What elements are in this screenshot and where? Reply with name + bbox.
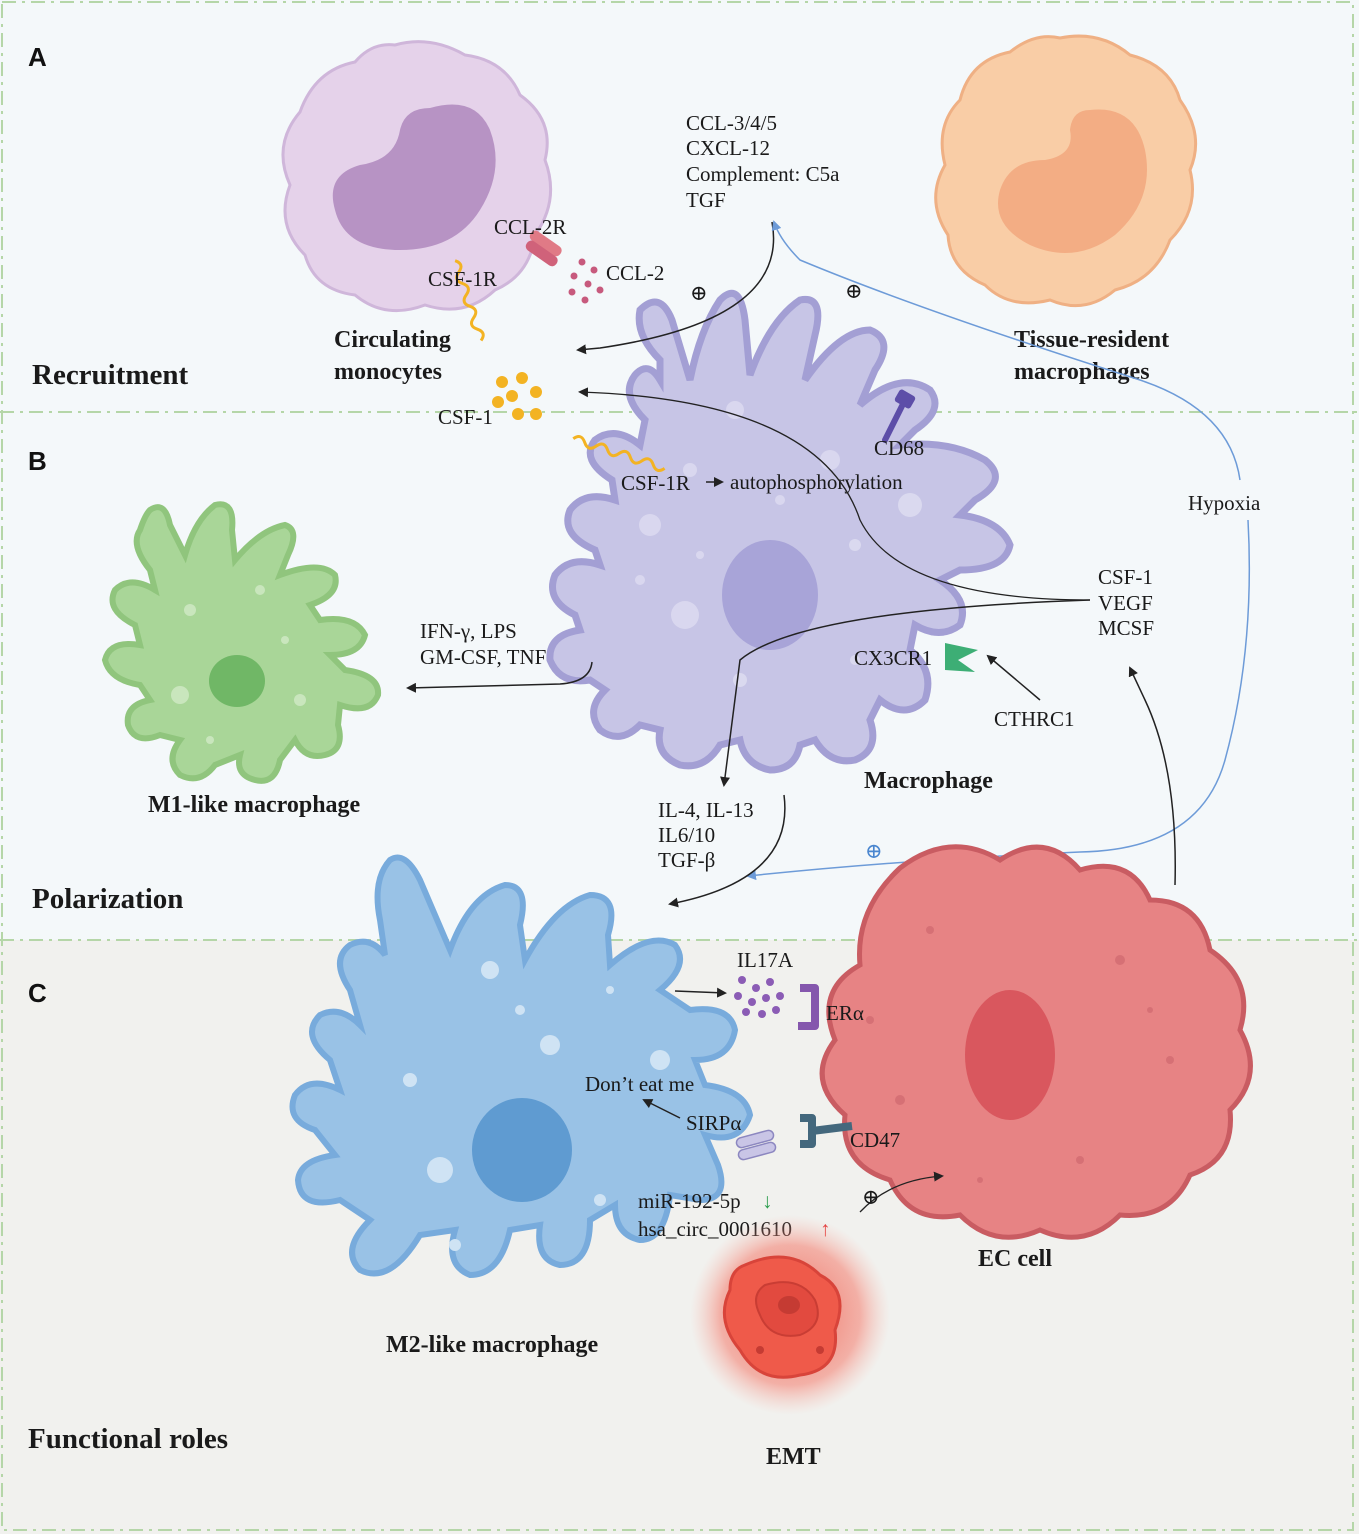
m2-polarization-arrow (668, 794, 786, 908)
chemokine-item-1: CCL-3/4/5 (686, 111, 777, 135)
plus-sign-4: ⊕ (862, 1185, 880, 1209)
m1-stimuli-2: GM-CSF, TNF (420, 645, 546, 669)
csf1r-label-top: CSF-1R (428, 267, 497, 291)
autophosphorylation-label: autophosphorylation (730, 470, 903, 494)
hypoxia-label: Hypoxia (1188, 491, 1261, 515)
hypoxia-recruit-arrow (771, 220, 1241, 481)
dont-eat-me-arrow (642, 1099, 681, 1119)
plus-sign-3: ⊕ (865, 839, 883, 863)
circulating-monocyte-cell (281, 40, 553, 313)
plus-sign-1: ⊕ (690, 281, 708, 305)
ec-cell (819, 844, 1253, 1240)
il17a-dots (734, 976, 784, 1018)
ccl2r-label: CCL-2R (494, 215, 566, 239)
chemokine-item-3: Complement: C5a (686, 162, 840, 186)
section-label-polarization: Polarization (32, 883, 183, 915)
macrophage-label: Macrophage (864, 768, 993, 794)
cthrc1-arrow (986, 654, 1041, 701)
sirpa-label: SIRPα (686, 1111, 741, 1135)
il17a-arrow (674, 987, 727, 998)
cthrc1-label: CTHRC1 (994, 707, 1075, 731)
dont-eat-me-label: Don’t eat me (585, 1072, 694, 1096)
chemokine-list: CCL-3/4/5 CXCL-12 Complement: C5a TGF (686, 111, 840, 212)
csf1-dots (492, 372, 542, 420)
emt-promote-arrow (859, 1171, 944, 1213)
factor-item-2: VEGF (1098, 591, 1153, 615)
factors-to-macrophage-arrow (720, 599, 1091, 787)
tissue-resident-macrophage-cell (934, 34, 1198, 308)
panel-letter-b: B (28, 446, 47, 476)
mir-label: miR-192-5p (638, 1189, 741, 1213)
plus-sign-2: ⊕ (845, 279, 863, 303)
m2-stimuli-3: TGF-β (658, 848, 715, 872)
cd68-label: CD68 (874, 436, 924, 460)
factor-item-1: CSF-1 (1098, 565, 1153, 589)
m2-stimuli-2: IL6/10 (658, 823, 715, 847)
cd47-label: CD47 (850, 1128, 900, 1152)
central-macrophage-cell (546, 289, 1014, 774)
m1-label: M1-like macrophage (148, 792, 361, 818)
il17a-label: IL17A (737, 948, 794, 972)
csf1-recruit-arrow (578, 387, 1091, 601)
m2-label: M2-like macrophage (386, 1332, 599, 1358)
chemokine-item-2: CXCL-12 (686, 136, 770, 160)
m1-polarization-arrow (406, 661, 593, 693)
hypoxia-polarization-arrow (746, 519, 1251, 881)
section-label-functional-roles: Functional roles (28, 1423, 228, 1455)
cx3cr1-label: CX3CR1 (854, 646, 932, 670)
mir-down-arrow: ↓ (762, 1189, 773, 1213)
csf1-label: CSF-1 (438, 405, 493, 429)
tissue-resident-label-1: Tissue-resident (1014, 327, 1169, 353)
chemokine-item-4: TGF (686, 188, 726, 212)
section-label-recruitment: Recruitment (32, 359, 189, 391)
panel-letter-a: A (28, 42, 47, 72)
m1-stimuli-1: IFN-γ, LPS (420, 619, 517, 643)
sirpa-receptor (735, 1129, 777, 1161)
circulating-monocytes-label-2: monocytes (334, 359, 442, 385)
factor-item-3: MCSF (1098, 616, 1154, 640)
ccl2-dots (568, 258, 604, 304)
tissue-resident-label-2: macrophages (1014, 359, 1150, 385)
cd68-receptor (882, 389, 916, 443)
csf1r-label-mid: CSF-1R (621, 471, 690, 495)
emt-cell-cluster (690, 1215, 890, 1415)
panel-letter-c: C (28, 978, 47, 1008)
cx3cr1-receptor (945, 643, 978, 672)
m1-macrophage-cell (101, 501, 382, 784)
era-receptor (798, 984, 819, 1030)
m2-stimuli-1: IL-4, IL-13 (658, 798, 754, 822)
csf1r-receptor-mid (572, 435, 666, 473)
csf1r-receptor-top (454, 259, 485, 342)
cd47-receptor (800, 1114, 853, 1148)
chemokine-recruit-arrow (576, 221, 775, 355)
ccl2r-receptor (525, 230, 562, 267)
emt-label: EMT (766, 1444, 821, 1470)
ec-secretion-arrow (1128, 666, 1176, 886)
era-label: ERα (826, 1001, 864, 1025)
circulating-monocytes-label-1: Circulating (334, 327, 451, 353)
m2-macrophage-cell (289, 854, 754, 1279)
ec-cell-label: EC cell (978, 1246, 1052, 1272)
ccl2-label: CCL-2 (606, 261, 664, 285)
